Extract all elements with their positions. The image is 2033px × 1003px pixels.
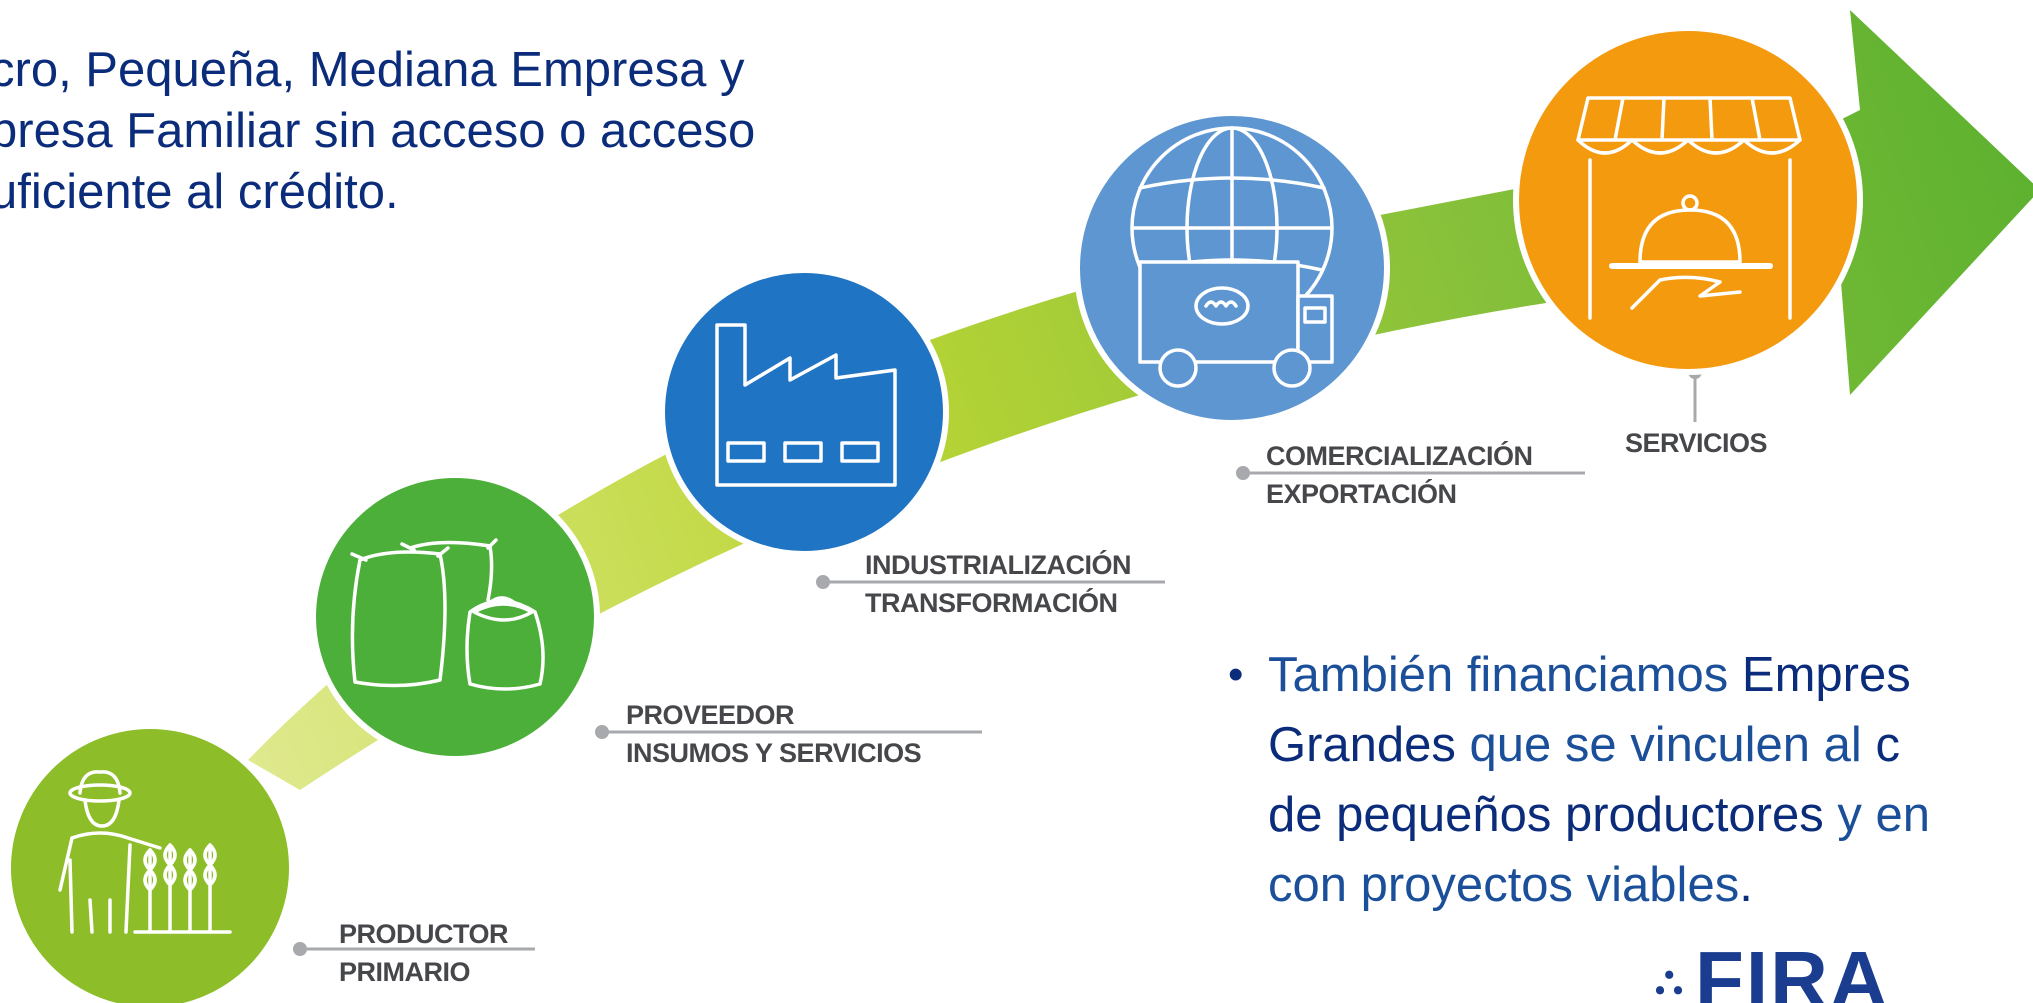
fira-logo: ⛬FIRA: [1655, 940, 1890, 1003]
storefront-cloche-icon: [1576, 96, 1802, 320]
stage-label-productor-line1: PRODUCTOR: [339, 919, 509, 949]
stage-label-productor: PRODUCTOR PRIMARIO: [339, 915, 509, 991]
circle-proveedor: [310, 472, 600, 762]
grain-sacks-icon: [350, 538, 545, 691]
connector-dot-proveedor: [595, 725, 609, 739]
bullet-dot: •: [1228, 650, 1244, 699]
bullet-text-3: Grandes: [1268, 718, 1456, 772]
bullet-text-9: .: [1739, 858, 1753, 912]
bullet-text-7: y en: [1823, 788, 1930, 842]
stage-label-proveedor-line1: PROVEEDOR: [626, 700, 795, 730]
bullet-line-4: con proyectos viables.: [1268, 850, 2033, 920]
bullet-text-2: Empres: [1741, 648, 1911, 702]
intro-line-2: presa Familiar sin acceso o acceso: [0, 101, 950, 162]
stage-label-industrializacion: INDUSTRIALIZACIÓN TRANSFORMACIÓN: [865, 546, 1131, 622]
stage-label-proveedor-line2: INSUMOS Y SERVICIOS: [626, 738, 922, 768]
stage-circles: [5, 25, 1863, 1003]
connector-dot-comercializacion: [1236, 466, 1250, 480]
bullet-line-2: Grandes que se vinculen al c: [1268, 710, 2033, 780]
intro-line-3: uficiente al crédito.: [0, 165, 399, 219]
bullet-text-8: con proyectos viables: [1268, 858, 1740, 912]
intro-line-2-strong: presa Familiar: [0, 104, 301, 158]
intro-text: cro, Pequeña, Mediana Empresa y presa Fa…: [0, 40, 950, 223]
bullet-text-4: que se vinculen al: [1455, 718, 1876, 772]
intro-line-1: cro, Pequeña, Mediana Empresa y: [0, 43, 745, 97]
globe-truck-icon: [1130, 126, 1334, 388]
circle-servicios: [1513, 25, 1863, 375]
stage-label-proveedor: PROVEEDOR INSUMOS Y SERVICIOS: [626, 696, 922, 772]
bullet-paragraph: • También financiamos Empres Grandes que…: [1228, 640, 2033, 920]
fira-logo-text: FIRA: [1695, 935, 1890, 1003]
stage-label-servicios-line1: SERVICIOS: [1625, 428, 1768, 458]
stage-label-comercializacion-line2: EXPORTACIÓN: [1266, 479, 1457, 509]
bullet-text-5: c: [1875, 718, 1900, 772]
bullet-text-6: de pequeños productores: [1268, 788, 1824, 842]
farmer-crops-icon: [58, 770, 232, 934]
connector-dot-productor: [293, 942, 307, 956]
stage-label-industrializacion-line2: TRANSFORMACIÓN: [865, 588, 1118, 618]
circle-industrializacion: [659, 267, 949, 557]
stage-label-industrializacion-line1: INDUSTRIALIZACIÓN: [865, 550, 1131, 580]
bullet-line-1: También financiamos Empres: [1268, 640, 2033, 710]
stage-label-productor-line2: PRIMARIO: [339, 957, 471, 987]
stage-label-comercializacion-line1: COMERCIALIZACIÓN: [1266, 441, 1533, 471]
connector-dot-industrializacion: [816, 575, 830, 589]
factory-icon: [715, 323, 897, 487]
fira-emblem-icon: ⛬: [1655, 958, 1685, 1002]
stage-label-comercializacion: COMERCIALIZACIÓN EXPORTACIÓN: [1266, 437, 1533, 513]
bullet-text-1: También financiamos: [1268, 648, 1742, 702]
stage-label-servicios: SERVICIOS: [1625, 424, 1768, 462]
intro-line-2-rest: sin acceso o acceso: [300, 104, 756, 158]
bullet-line-3: de pequeños productores y en: [1268, 780, 2033, 850]
